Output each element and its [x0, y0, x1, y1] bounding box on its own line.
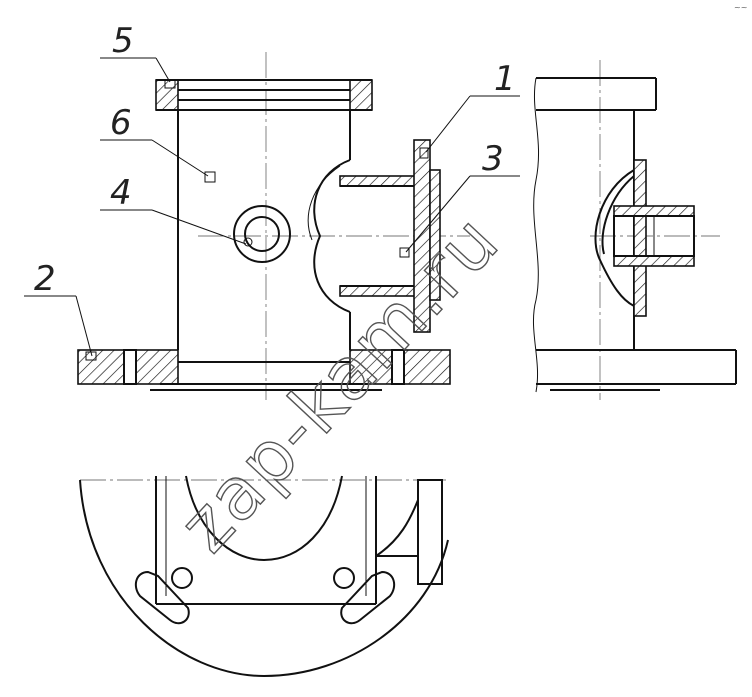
marker-6 — [204, 171, 216, 183]
callout-labels: 5 6 4 2 1 3 — [34, 21, 516, 299]
marker-5 — [164, 79, 176, 89]
front-view — [77, 52, 470, 400]
top-flange — [155, 79, 373, 111]
leader-lines — [24, 57, 520, 357]
callout-4: 4 — [110, 173, 132, 213]
main-body — [177, 110, 351, 350]
corner-mark: ~~ — [734, 3, 747, 12]
branch-pipe — [339, 139, 441, 333]
callout-3: 3 — [482, 139, 504, 179]
callout-2: 2 — [34, 259, 56, 299]
plan-view — [79, 475, 450, 678]
side-port — [233, 205, 291, 263]
base-flange — [77, 349, 451, 391]
side-view — [533, 60, 737, 400]
callout-1: 1 — [494, 59, 516, 99]
callout-5: 5 — [112, 21, 134, 61]
callout-6: 6 — [110, 103, 132, 143]
